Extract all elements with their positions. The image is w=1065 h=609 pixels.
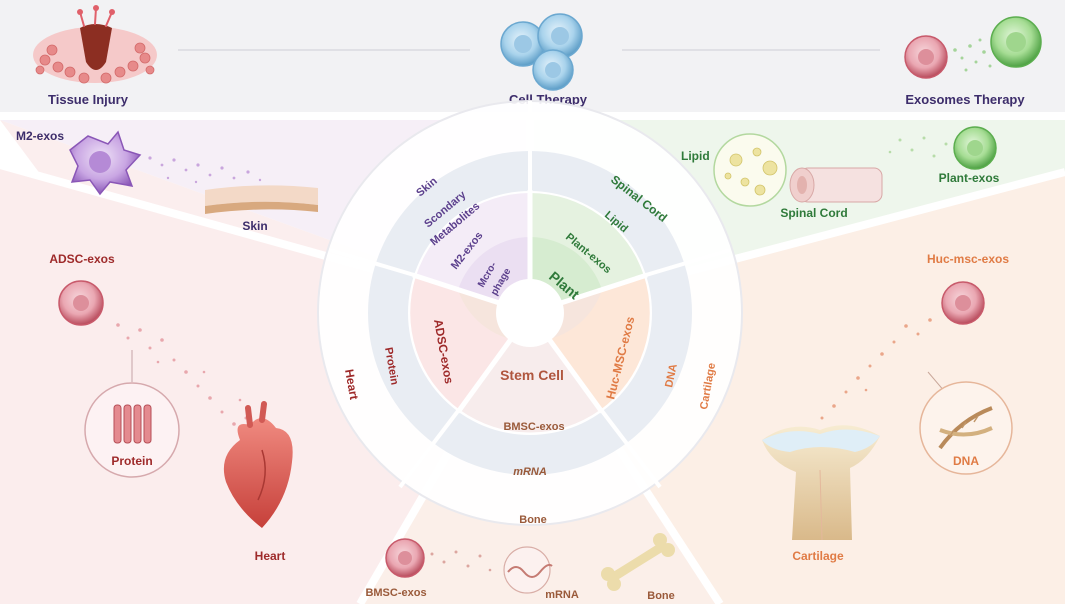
wheel-core-stem-cell: Stem Cell — [500, 367, 564, 383]
protein-icon — [84, 382, 180, 478]
tissue-injury-label: Tissue Injury — [48, 92, 129, 107]
adsc-cell-icon — [58, 280, 104, 326]
macrophage-cell-icon — [69, 130, 142, 196]
plant-exos-label: Plant-exos — [939, 171, 1000, 185]
wheel — [317, 100, 743, 526]
exosomes-therapy-icon — [904, 16, 1042, 79]
spinal-cord-icon — [789, 167, 883, 203]
cartilage-bone-icon — [762, 425, 880, 541]
tissue-injury-icon — [33, 5, 157, 84]
wheel-inner-bmsc-exos: BMSC-exos — [503, 421, 564, 433]
adsc-exosome-dots — [116, 323, 248, 426]
cartilage-label: Cartilage — [792, 549, 844, 563]
dna-label: DNA — [953, 454, 979, 468]
bone-icon — [601, 533, 675, 591]
huc-msc-exos-label: Huc-msc-exos — [927, 252, 1009, 266]
mrna-label: mRNA — [545, 589, 579, 601]
bone-label: Bone — [647, 590, 675, 602]
adsc-exos-label: ADSC-exos — [49, 252, 115, 266]
plant-exosome-dots — [888, 136, 948, 158]
m2-exosome-dots — [148, 156, 262, 184]
plant-exos-cell-icon — [953, 126, 997, 170]
bmsc-exos-label: BMSC-exos — [365, 587, 426, 599]
m2-exos-label: M2-exos — [16, 129, 64, 143]
protein-label: Protein — [111, 454, 152, 468]
panel-heart — [0, 165, 530, 604]
wheel-center — [496, 279, 564, 347]
lipid-icon — [713, 133, 787, 207]
skin-label: Skin — [242, 219, 267, 233]
skin-icon — [205, 185, 318, 214]
wheel-middle-mrna: mRNA — [513, 466, 547, 478]
bmsc-exosome-dots — [430, 550, 492, 572]
lipid-label: Lipid — [681, 149, 710, 163]
dna-icon — [919, 381, 1013, 475]
mrna-icon — [503, 546, 553, 594]
cell-therapy-icon — [500, 13, 583, 91]
huc-msc-cell-icon — [941, 281, 985, 325]
bmsc-cell-icon — [385, 538, 425, 578]
wheel-middle-dna: DNA — [663, 363, 680, 389]
sector-bmsc-exos — [460, 313, 600, 433]
spinal-cord-label: Spinal Cord — [780, 206, 847, 220]
bone-title-label: Bone — [519, 514, 547, 526]
heart-icon — [223, 401, 293, 528]
heart-label: Heart — [255, 549, 286, 563]
wheel-outer-heart: Heart — [342, 368, 361, 401]
exosomes-therapy-label: Exosomes Therapy — [905, 92, 1025, 107]
